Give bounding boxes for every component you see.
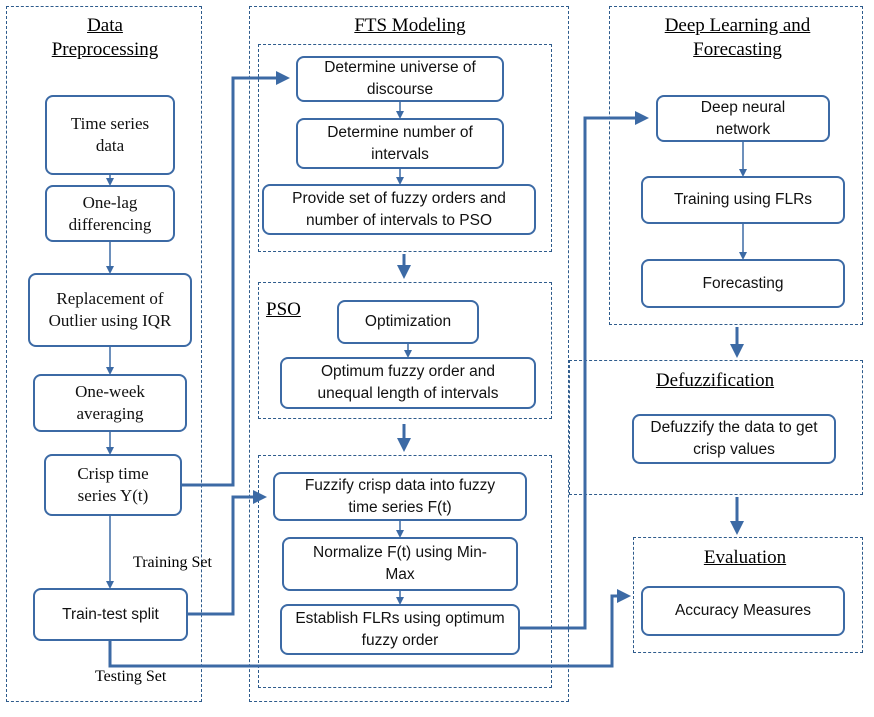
establish-flrs-box: Establish FLRs using optimum fuzzy order bbox=[280, 604, 520, 655]
crisp-time-series-box: Crisp time series Y(t) bbox=[44, 454, 182, 516]
fts-modeling-panel bbox=[249, 6, 569, 702]
outlier-replacement-box: Replacement of Outlier using IQR bbox=[28, 273, 192, 347]
deep-learning-panel bbox=[609, 6, 863, 325]
fts-modeling-title: FTS Modeling bbox=[354, 15, 466, 36]
data-preprocessing-panel bbox=[6, 6, 202, 702]
evaluation-title: Evaluation bbox=[703, 547, 787, 568]
deep-neural-network-box: Deep neural network bbox=[656, 95, 830, 142]
defuzzification-panel bbox=[569, 360, 863, 495]
fuzzify-panel bbox=[258, 455, 552, 688]
deep-learning-title: Deep Learning and Forecasting bbox=[664, 15, 811, 60]
pso-title: PSO bbox=[266, 299, 301, 320]
defuzzification-title: Defuzzification bbox=[655, 370, 775, 391]
pso-panel bbox=[258, 282, 552, 419]
optimum-fuzzy-order-box: Optimum fuzzy order and unequal length o… bbox=[280, 357, 536, 409]
number-of-intervals-box: Determine number of intervals bbox=[296, 118, 504, 169]
one-lag-differencing-box: One-lag differencing bbox=[45, 185, 175, 242]
forecasting-box: Forecasting bbox=[641, 259, 845, 308]
evaluation-panel bbox=[633, 537, 863, 653]
data-preprocessing-title: Data Preprocessing bbox=[51, 15, 159, 60]
fts-inner-panel bbox=[258, 44, 552, 252]
provide-to-pso-box: Provide set of fuzzy orders and number o… bbox=[262, 184, 536, 235]
training-set-label: Training Set bbox=[133, 554, 212, 571]
one-week-averaging-box: One-week averaging bbox=[33, 374, 187, 432]
time-series-data-box: Time series data bbox=[45, 95, 175, 175]
optimization-box: Optimization bbox=[337, 300, 479, 344]
defuzzify-box: Defuzzify the data to get crisp values bbox=[632, 414, 836, 464]
fuzzify-crisp-data-box: Fuzzify crisp data into fuzzy time serie… bbox=[273, 472, 527, 521]
normalize-box: Normalize F(t) using Min-Max bbox=[282, 537, 518, 591]
accuracy-measures-box: Accuracy Measures bbox=[641, 586, 845, 636]
testing-set-label: Testing Set bbox=[95, 668, 167, 685]
universe-of-discourse-box: Determine universe of discourse bbox=[296, 56, 504, 102]
training-using-flrs-box: Training using FLRs bbox=[641, 176, 845, 224]
train-test-split-box: Train-test split bbox=[33, 588, 188, 641]
